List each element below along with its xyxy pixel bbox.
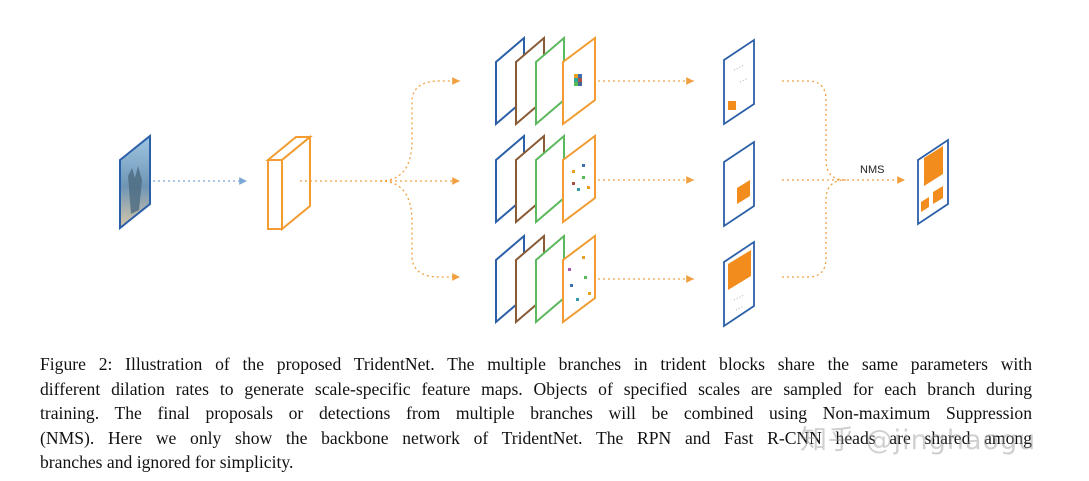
final-detections xyxy=(917,138,949,226)
output-arrows xyxy=(598,77,694,283)
merge-arrows xyxy=(782,80,905,278)
caption-line-5: branches and ignored for simplicity. xyxy=(40,452,294,472)
caption-line-3: training. The final proposals or detecti… xyxy=(40,403,1032,423)
tridentnet-diagram: NMS xyxy=(119,35,949,328)
feature-stack-bottom xyxy=(495,233,596,325)
caption-line-2: different dilation rates to generate sca… xyxy=(40,378,1032,399)
nms-label: NMS xyxy=(860,164,884,176)
input-image xyxy=(119,133,151,231)
watermark-text: 知乎 @jinghaogu xyxy=(800,425,1037,456)
feature-stack-top xyxy=(495,35,596,127)
feature-stack-middle xyxy=(495,133,596,225)
output-map-bottom xyxy=(723,240,755,328)
output-map-middle xyxy=(723,140,755,228)
caption-line-1: Figure 2: Illustration of the proposed T… xyxy=(40,354,1032,374)
backbone-block xyxy=(265,134,313,232)
branch-arrows xyxy=(300,77,460,281)
output-map-top xyxy=(723,38,755,126)
caption-line-4: (NMS). Here we only show the backbone ne… xyxy=(40,427,1032,448)
figure-caption: Figure 2: Illustration of the proposed T… xyxy=(40,352,1032,475)
